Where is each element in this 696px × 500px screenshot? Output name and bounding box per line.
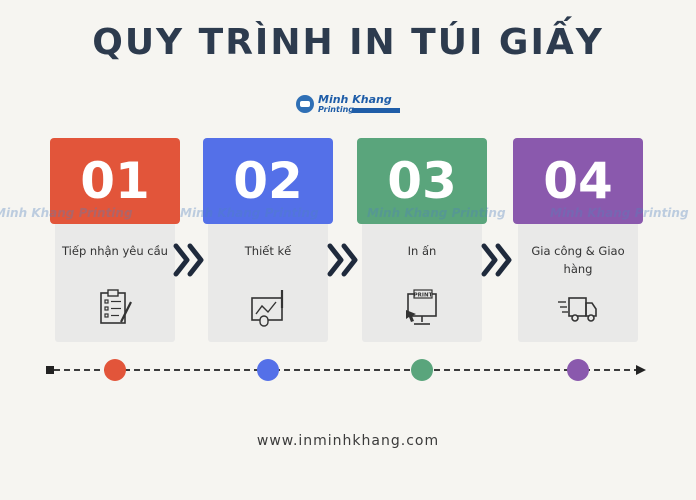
step-card-body [518,222,638,342]
step-label: Thiết kế [244,244,292,258]
chevron-right-icon [172,240,208,280]
chevron-right-icon [480,240,516,280]
step-number: 03 [357,138,487,224]
watermark: Minh Khang Printing [0,206,133,220]
logo-mark-icon [296,95,314,113]
watermark: Minh Khang Printing [367,206,506,220]
brand-logo: Minh Khang Printing [296,93,400,117]
step-number: 04 [513,138,643,224]
delivery-truck-icon [558,297,597,322]
step-card-3: 03 In ấn PRINT [357,138,487,343]
svg-text:PRINT: PRINT [414,293,433,299]
page-title: QUY TRÌNH IN TÚI GIẤY [92,22,604,63]
timeline-start-marker [46,366,54,374]
timeline-arrow-icon [636,365,646,375]
clipboard-checklist-icon [100,289,132,324]
logo-name: Minh Khang [318,93,392,106]
timeline-dot-1 [104,359,126,381]
step-card-body [55,222,175,342]
step-card-2: 02 Thiết kế [203,138,333,343]
timeline-dot-2 [257,359,279,381]
timeline-dot-4 [567,359,589,381]
website-url[interactable]: www.inminhkhang.com [256,433,440,449]
print-monitor-icon: PRINT [406,289,437,325]
watermark: Minh Khang Printing [180,206,319,220]
step-label: In ấn [407,244,437,258]
logo-sub: Printing [318,105,354,114]
timeline [46,365,646,375]
step-card-4: 04 Gia công & Giao hàng [513,138,643,343]
chevron-right-icon [326,240,362,280]
timeline-dot-3 [411,359,433,381]
watermark: Minh Khang Printing [550,206,689,220]
step-number: 02 [203,138,333,224]
step-label: Gia công & Giao hàng [531,244,625,276]
design-drawing-icon [251,290,284,327]
step-label: Tiếp nhận yêu cầu [62,244,168,258]
step-number: 01 [50,138,180,224]
logo-bar [352,108,400,113]
step-card-1: 01 Tiếp nhận yêu cầu [50,138,180,343]
